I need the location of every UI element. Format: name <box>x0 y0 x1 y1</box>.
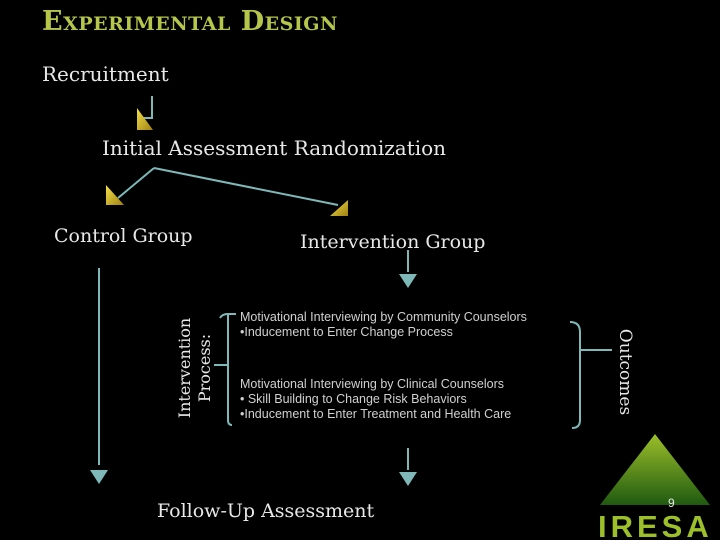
clinical-counselors-heading: Motivational Interviewing by Clinical Co… <box>240 377 505 391</box>
left-bracket <box>219 313 236 426</box>
community-counselors-bullet: •Inducement to Enter Change Process <box>240 325 453 339</box>
outcomes-label: Outcomes <box>615 328 636 416</box>
arrowhead-followup-down <box>399 472 417 486</box>
connector-to-intervention <box>153 167 339 206</box>
arrowhead-intervention <box>330 200 348 216</box>
intervention-process-label: Intervention Process: <box>175 308 215 428</box>
intervention-process-line2: Process: <box>195 333 214 403</box>
arrowhead-recruitment <box>137 108 153 130</box>
community-counselors-block: Motivational Interviewing by Community C… <box>240 310 527 340</box>
intervention-process-line1: Intervention <box>175 317 194 419</box>
right-bracket <box>569 321 581 429</box>
initial-assessment-label: Initial Assessment Randomization <box>102 136 447 160</box>
community-counselors-heading: Motivational Interviewing by Community C… <box>240 310 527 324</box>
control-group-label: Control Group <box>54 225 193 247</box>
intervention-group-label: Intervention Group <box>300 231 486 253</box>
logo-triangle <box>600 434 710 505</box>
arrowhead-control <box>106 185 124 205</box>
follow-up-label: Follow-Up Assessment <box>157 500 375 522</box>
recruitment-label: Recruitment <box>42 62 169 86</box>
iresa-logo-text: IRESA <box>598 509 713 540</box>
arrowhead-control-down <box>90 470 108 484</box>
arrowhead-intervention-down <box>399 274 417 288</box>
page-number: 9 <box>668 496 675 510</box>
clinical-counselors-bullet: •Inducement to Enter Treatment and Healt… <box>240 407 512 421</box>
clinical-counselors-block: Motivational Interviewing by Clinical Co… <box>240 377 511 422</box>
slide-title: Experimental Design <box>42 6 338 37</box>
connector-to-control <box>117 167 155 199</box>
clinical-counselors-bullet: • Skill Building to Change Risk Behavior… <box>240 392 467 406</box>
